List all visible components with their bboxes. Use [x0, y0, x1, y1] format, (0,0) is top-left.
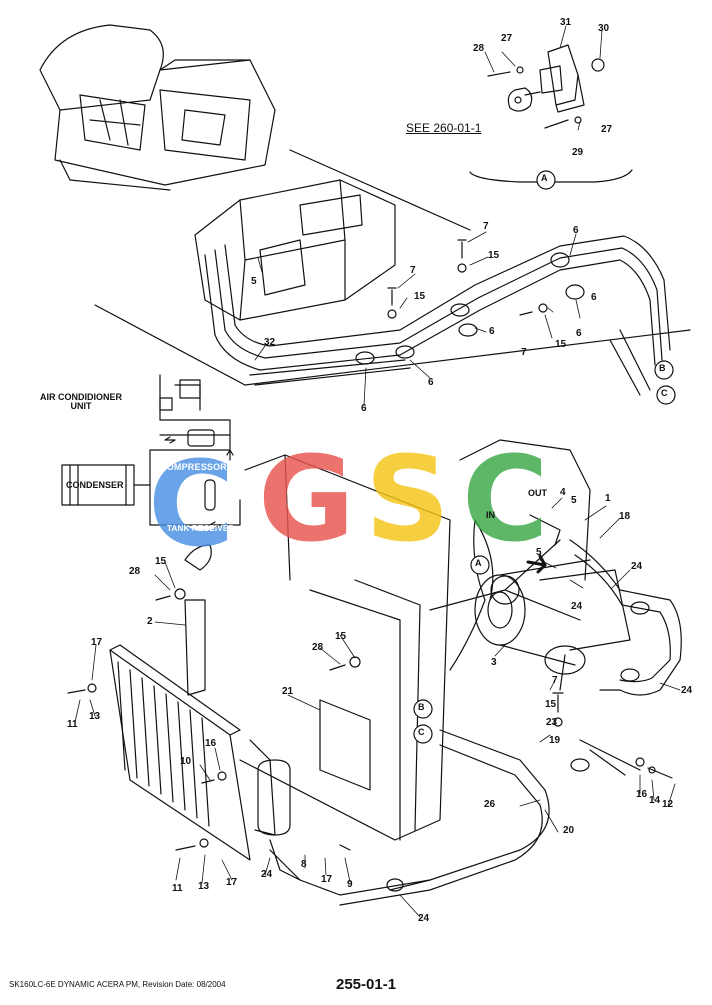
callout-5-b: 5 [536, 547, 542, 558]
callout-6-a: 6 [573, 225, 579, 236]
direction-arrow [526, 554, 547, 574]
callout-15-a: 15 [488, 250, 500, 261]
callout-31: 31 [560, 17, 572, 28]
connector-b-lower-circle [413, 699, 433, 719]
tank-receiver-label: TANK RECEIVER [167, 524, 235, 533]
callout-11-a: 11 [67, 719, 78, 730]
callout-28-c: 28 [312, 642, 324, 653]
condenser-illustration [109, 599, 301, 881]
callout-19: 19 [549, 735, 561, 746]
callout-3: 3 [491, 657, 497, 668]
callout-13-a: 13 [89, 711, 101, 722]
callout-17-b: 17 [226, 877, 238, 888]
connector-a-detail-circle [536, 170, 556, 190]
condenser-label: CONDENSER [66, 480, 124, 490]
connector-c-upper-label: C [661, 388, 668, 398]
engine-compressor-illustration [459, 439, 631, 691]
refrigerant-flow-schematic [61, 374, 241, 571]
ac-unit-label: AIR CONDIDIONER UNIT [40, 392, 123, 411]
callout-2: 2 [147, 616, 153, 627]
callout-17-c: 17 [321, 874, 333, 885]
callout-24-c: 24 [681, 685, 693, 696]
callout-7-a: 7 [483, 221, 489, 232]
air-conditioner-unit-illustration [94, 149, 691, 386]
callout-9: 9 [347, 879, 353, 890]
callout-13-b: 13 [198, 881, 210, 892]
callout-7-b: 7 [410, 265, 416, 276]
watermark: C G S C [148, 430, 549, 573]
port-in-label: IN [486, 510, 495, 520]
connector-a-detail-label: A [541, 173, 548, 183]
connector-a-engine-circle [470, 555, 490, 575]
connector-c-lower-label: C [418, 727, 425, 737]
callout-28-b: 28 [129, 566, 141, 577]
callout-5-a: 5 [571, 495, 577, 506]
callout-5-top: 5 [251, 276, 257, 287]
detail-a-switch-assembly [469, 44, 633, 183]
callout-24-b: 24 [571, 601, 583, 612]
callout-6-c: 6 [576, 328, 582, 339]
callout-16-b: 16 [636, 789, 648, 800]
connector-a-engine-label: A [475, 558, 482, 568]
callout-29: 29 [572, 147, 584, 158]
watermark-letter-4: C [462, 430, 549, 568]
connector-b-lower-label: B [418, 702, 425, 712]
callout-15-f: 15 [545, 699, 557, 710]
callout-15-d: 15 [155, 556, 167, 567]
connector-c-lower-circle [413, 724, 433, 744]
callout-21: 21 [282, 686, 294, 697]
callout-leaders [74, 25, 681, 918]
callout-16-a: 16 [205, 738, 217, 749]
callout-17-a: 17 [91, 637, 103, 648]
callout-26: 26 [484, 799, 496, 810]
callout-8: 8 [301, 859, 307, 870]
callout-6-e: 6 [428, 377, 434, 388]
hose-bundle-upper [214, 235, 671, 396]
callout-30: 30 [598, 23, 610, 34]
callout-32: 32 [264, 337, 276, 348]
right-fasteners [552, 692, 673, 779]
callout-23: 23 [546, 717, 558, 728]
callout-12: 12 [662, 799, 674, 810]
connector-c-upper-circle [656, 385, 676, 405]
callout-7-c: 7 [521, 347, 527, 358]
callout-6-f: 6 [361, 403, 367, 414]
callout-18: 18 [619, 511, 631, 522]
see-reference-text: SEE 260-01-1 [406, 121, 482, 135]
callout-10: 10 [180, 756, 192, 767]
footer-model-revision: SK160LC-6E DYNAMIC ACERA PM, Revision Da… [9, 980, 226, 989]
callout-24-d: 24 [261, 869, 273, 880]
callout-24-e: 24 [418, 913, 430, 924]
watermark-letter-2: G [258, 430, 355, 568]
callout-7-d: 7 [552, 675, 558, 686]
callout-6-d: 6 [489, 326, 495, 337]
watermark-letter-1: C [148, 435, 235, 573]
connector-b-upper-label: B [659, 363, 666, 373]
callout-28-a: 28 [473, 43, 485, 54]
callout-6-b: 6 [591, 292, 597, 303]
connector-b-upper-circle [654, 360, 674, 380]
callout-1: 1 [605, 493, 611, 504]
radiator-fan-illustration [239, 454, 581, 841]
port-out-label: OUT [528, 488, 547, 498]
page-number: 255-01-1 [336, 976, 397, 993]
callout-20: 20 [563, 825, 575, 836]
watermark-letter-3: S [365, 430, 450, 568]
callout-14: 14 [649, 795, 661, 806]
left-fasteners [67, 588, 361, 851]
upper-hose-clamps [355, 239, 585, 365]
callout-27-a: 27 [501, 33, 513, 44]
callout-11-b: 11 [172, 883, 183, 894]
hose-bundle-lower [269, 539, 682, 906]
machine-overview-illustration [39, 24, 276, 191]
callout-24-a: 24 [631, 561, 643, 572]
callout-15-c: 15 [555, 339, 567, 350]
callout-4: 4 [560, 487, 566, 498]
callout-27-b: 27 [601, 124, 613, 135]
callout-15-b: 15 [414, 291, 426, 302]
callout-15-e: 15 [335, 631, 347, 642]
compressor-label: COMPRESSOR [160, 462, 228, 472]
